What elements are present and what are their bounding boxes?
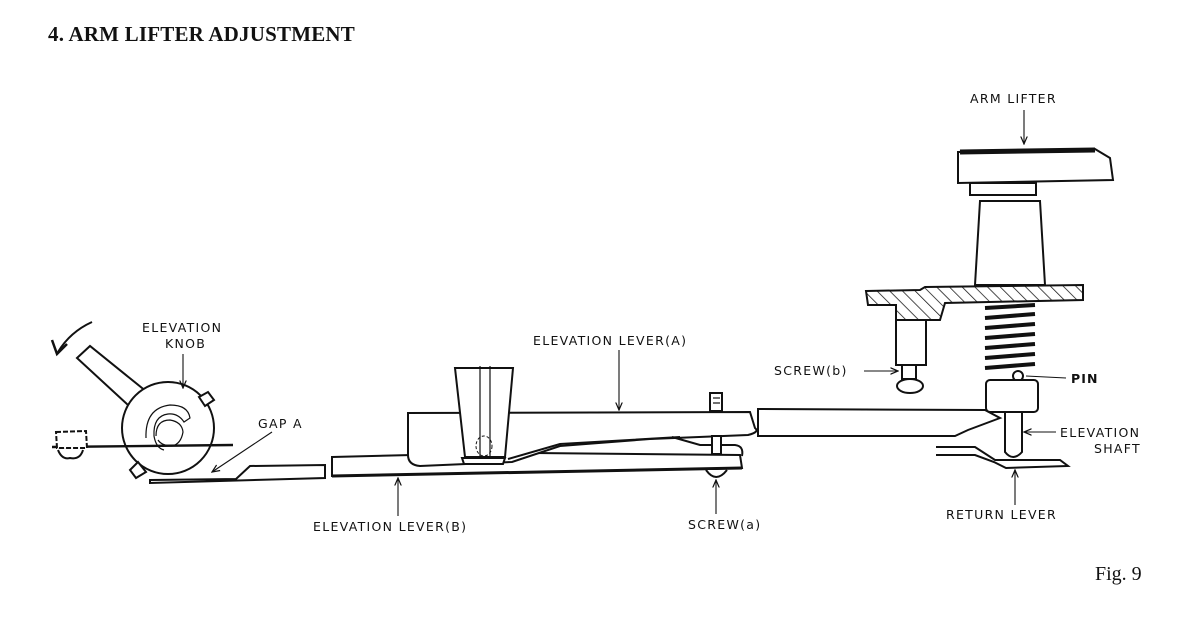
label-elevation-shaft-1: ELEVATION bbox=[1060, 425, 1140, 440]
label-elevation-knob-2: KNOB bbox=[165, 336, 206, 351]
screw-a bbox=[705, 392, 728, 478]
lever-post bbox=[453, 366, 515, 465]
label-elevation-lever-b: ELEVATION LEVER(B) bbox=[313, 519, 467, 534]
elevation-knob bbox=[50, 321, 234, 480]
label-return-lever: RETURN LEVER bbox=[946, 507, 1057, 522]
label-screw-b: SCREW(b) bbox=[774, 363, 848, 378]
label-elevation-knob-1: ELEVATION bbox=[142, 320, 222, 335]
elevation-lever-b bbox=[331, 451, 744, 478]
leader-pin bbox=[1025, 375, 1067, 379]
knob-base-plate bbox=[149, 463, 326, 485]
figure-label: Fig. 9 bbox=[1095, 563, 1142, 585]
label-screw-a: SCREW(a) bbox=[688, 517, 761, 532]
label-elevation-lever-a: ELEVATION LEVER(A) bbox=[533, 333, 687, 348]
leader-gap-a bbox=[212, 431, 273, 472]
arm-lifter-assembly bbox=[864, 147, 1115, 470]
rotation-arrow-icon bbox=[57, 321, 93, 353]
label-elevation-shaft-2: SHAFT bbox=[1094, 441, 1141, 456]
label-arm-lifter: ARM LIFTER bbox=[970, 91, 1057, 106]
label-gap-a: GAP A bbox=[258, 416, 303, 431]
page-title: 4. ARM LIFTER ADJUSTMENT bbox=[48, 22, 356, 46]
connecting-lever bbox=[757, 407, 1003, 437]
spring bbox=[984, 303, 1036, 370]
rotation-arrowhead-icon bbox=[50, 339, 68, 357]
label-pin: PIN bbox=[1071, 371, 1099, 386]
